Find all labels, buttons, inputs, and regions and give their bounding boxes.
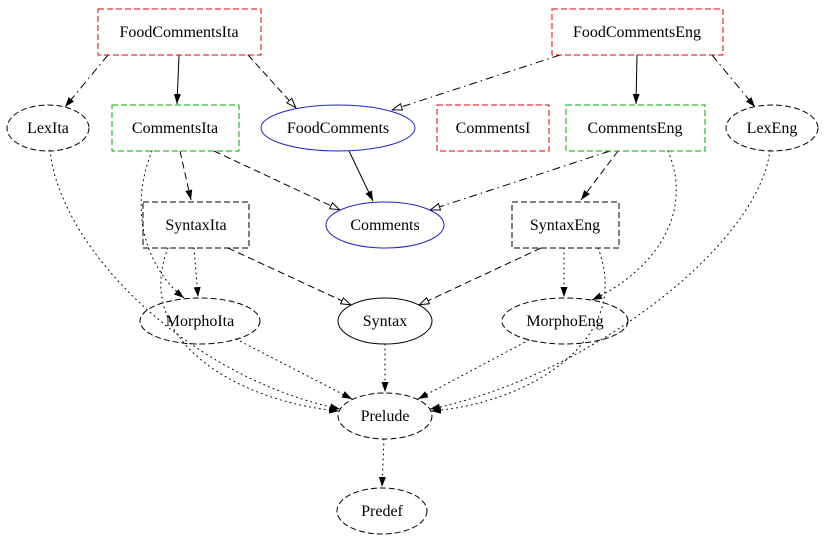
- node-comments-label: Comments: [350, 217, 419, 234]
- node-lexita-ellipse: [6, 104, 90, 152]
- edge-foodcommentsita-foodcomments: [247, 54, 297, 109]
- edge-syntaxeng-syntax: [418, 247, 542, 306]
- edges-layer: [49, 54, 771, 488]
- edge-foodcommentsita-commentsita: [173, 54, 181, 105]
- node-morphoita-ellipse: [139, 297, 261, 345]
- node-foodcommentseng: FoodCommentsEng: [551, 8, 724, 56]
- node-commentsi-label: CommentsI: [456, 120, 531, 137]
- edge-prelude-predef: [378, 438, 386, 488]
- edge-commentseng-comments: [429, 150, 611, 211]
- node-foodcommentsita-label: FoodCommentsIta: [119, 24, 238, 41]
- node-foodcomments-label: FoodComments: [287, 120, 389, 137]
- node-foodcomments-ellipse: [260, 104, 416, 152]
- node-morphoeng-label: MorphoEng: [526, 313, 603, 330]
- node-syntaxita-box: [142, 201, 250, 249]
- node-prelude-ellipse: [337, 392, 433, 440]
- edge-lexeng-prelude: [429, 149, 771, 411]
- edge-syntaxita-morphoita: [193, 247, 201, 298]
- edge-syntaxita-syntax: [227, 247, 352, 306]
- node-commentsita-box: [111, 104, 240, 152]
- edge-syntaxita-prelude: [160, 247, 340, 414]
- node-foodcommentseng-box: [551, 8, 724, 56]
- node-lexeng-ellipse: [725, 104, 819, 152]
- node-commentsita: CommentsIta: [111, 104, 240, 152]
- node-comments-ellipse: [325, 201, 445, 249]
- node-morphoeng-ellipse: [501, 297, 629, 345]
- node-syntax: Syntax: [337, 297, 433, 345]
- edge-commentsita-morphoita: [140, 150, 185, 299]
- node-syntaxeng: SyntaxEng: [511, 201, 620, 249]
- node-morphoita-label: MorphoIta: [166, 313, 234, 330]
- edge-commentsita-comments: [213, 150, 341, 211]
- node-lexeng: LexEng: [725, 104, 819, 152]
- node-commentsi-box: [436, 104, 550, 152]
- edge-commentseng-morphoeng: [591, 150, 677, 301]
- edge-foodcommentsita-lexita: [64, 54, 109, 108]
- node-foodcommentsita-box: [97, 8, 262, 56]
- node-lexita: LexIta: [6, 104, 90, 152]
- node-commentseng-label: CommentsEng: [587, 120, 682, 137]
- node-predef-label: Predef: [361, 503, 403, 520]
- nodes-layer: FoodCommentsIta FoodCommentsEng LexIta C…: [6, 8, 819, 535]
- node-foodcommentseng-label: FoodCommentsEng: [573, 24, 701, 41]
- node-commentseng: CommentsEng: [565, 104, 706, 152]
- node-commentsita-label: CommentsIta: [132, 120, 218, 137]
- edge-lexita-prelude: [49, 149, 341, 411]
- node-syntaxita-label: SyntaxIta: [165, 217, 226, 234]
- edge-commentsita-syntaxita: [179, 150, 193, 201]
- edge-syntaxeng-prelude: [430, 247, 606, 414]
- node-morphoita: MorphoIta: [139, 297, 261, 345]
- node-syntax-ellipse: [337, 297, 433, 345]
- node-syntaxeng-box: [511, 201, 620, 249]
- node-lexeng-label: LexEng: [747, 120, 798, 137]
- node-commentsi: CommentsI: [436, 104, 550, 152]
- edge-foodcommentseng-commentseng: [632, 54, 640, 105]
- node-syntax-label: Syntax: [363, 313, 407, 330]
- node-foodcommentsita: FoodCommentsIta: [97, 8, 262, 56]
- node-foodcomments: FoodComments: [260, 104, 416, 152]
- node-comments: Comments: [325, 201, 445, 249]
- node-prelude-label: Prelude: [361, 408, 410, 425]
- edge-foodcommentseng-lexeng: [711, 54, 756, 108]
- edge-foodcomments-comments: [348, 150, 374, 202]
- node-lexita-label: LexIta: [27, 120, 69, 137]
- edge-morphoita-prelude: [235, 338, 353, 400]
- node-morphoeng: MorphoEng: [501, 297, 629, 345]
- node-syntaxita: SyntaxIta: [142, 201, 250, 249]
- edge-foodcommentseng-foodcomments: [391, 54, 561, 111]
- node-prelude: Prelude: [337, 392, 433, 440]
- edge-morphoeng-prelude: [417, 339, 530, 400]
- node-predef-ellipse: [336, 487, 428, 535]
- node-commentseng-box: [565, 104, 706, 152]
- node-predef: Predef: [336, 487, 428, 535]
- node-syntaxeng-label: SyntaxEng: [530, 217, 600, 234]
